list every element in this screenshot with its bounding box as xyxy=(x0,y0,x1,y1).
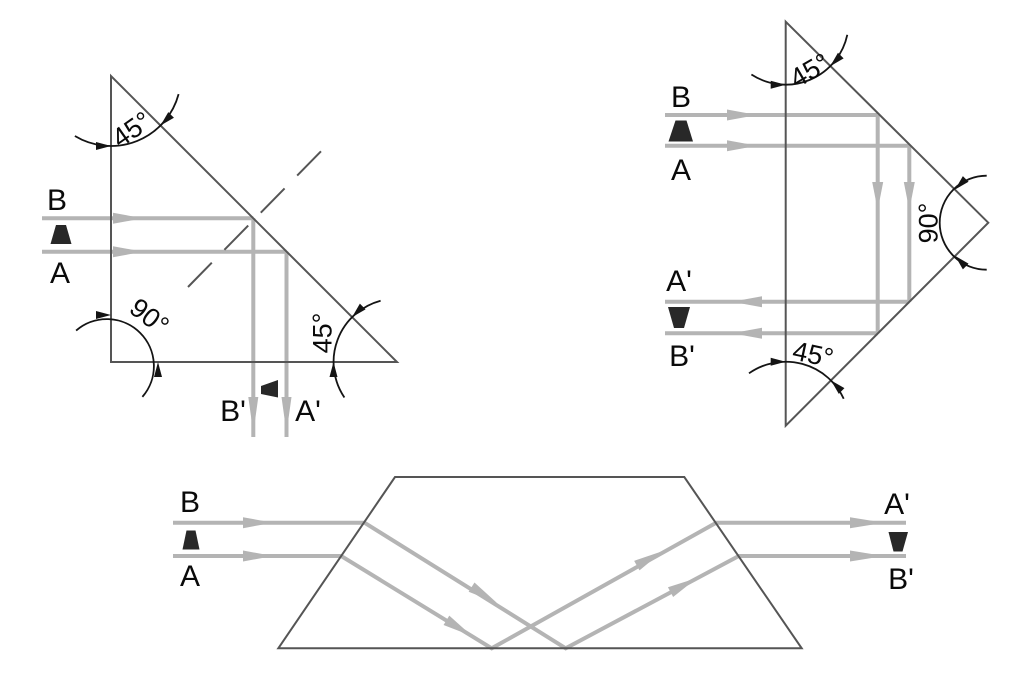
image-orientation-marker xyxy=(182,530,200,550)
left-prism-ray-label-a: A xyxy=(49,257,71,290)
image-orientation-marker xyxy=(668,120,693,142)
prism-outline xyxy=(110,73,400,363)
left-prism-ray-label-b-prime: B' xyxy=(220,395,246,428)
prism-outline xyxy=(276,476,804,650)
right-prism-ray-label-a-prime: A' xyxy=(666,265,692,298)
right-prism-angle-label-right: 90° xyxy=(913,202,944,244)
angle-arc-arrowhead xyxy=(955,255,969,270)
prism-outline xyxy=(784,19,990,429)
angle-arc-arrowhead xyxy=(770,357,786,366)
angle-arc-arrowhead xyxy=(352,303,366,318)
right-prism-ray-label-a: A xyxy=(670,154,692,187)
ray-arrowhead xyxy=(443,615,472,636)
angle-arc-arrowhead xyxy=(96,142,111,150)
left-prism-ray-label-b: B xyxy=(46,184,68,217)
ray-arrowhead xyxy=(248,397,259,433)
ray-arrowhead xyxy=(903,182,915,210)
ray-arrowhead xyxy=(281,397,292,433)
dove-prism-ray-label-a: A xyxy=(179,560,201,593)
image-orientation-marker xyxy=(668,307,690,328)
left-prism xyxy=(42,73,400,437)
right-prism-ray-label-b: B xyxy=(670,81,692,114)
image-orientation-marker xyxy=(50,225,72,244)
image-orientation-marker xyxy=(888,532,908,552)
angle-arc-bottom-left xyxy=(75,318,155,398)
angle-arc-arrowhead xyxy=(770,80,786,89)
angle-arc-arrowhead xyxy=(160,112,174,126)
angle-arc-arrowhead xyxy=(830,52,844,67)
ray-arrowhead xyxy=(732,327,762,339)
right-prism xyxy=(665,19,990,429)
dove-prism-ray-label-b: B xyxy=(179,486,201,519)
ray-arrowhead xyxy=(850,550,884,562)
ray-arrowhead xyxy=(727,109,757,121)
angle-arc-right xyxy=(938,174,987,271)
angle-arc-arrowhead xyxy=(955,176,969,190)
image-orientation-marker xyxy=(261,380,278,398)
angle-arc-arrowhead xyxy=(329,362,338,377)
ray-arrowhead xyxy=(872,182,884,210)
angle-arc-bottom-right xyxy=(332,299,381,399)
ray-arrowhead xyxy=(468,582,497,603)
angle-arc-arrowhead xyxy=(154,362,162,377)
ray-arrowhead xyxy=(113,246,143,258)
light-ray-a-path xyxy=(173,520,906,651)
ray-arrowhead xyxy=(850,517,884,529)
light-ray-b-path xyxy=(173,520,906,651)
dove-prism-ray-label-a-prime: A' xyxy=(884,488,910,521)
ray-arrowhead xyxy=(634,551,663,571)
ray-arrowhead xyxy=(732,296,762,308)
angle-arc-apex xyxy=(74,93,180,147)
right-prism-ray-label-b-prime: B' xyxy=(669,340,695,373)
dove-prism-ray-label-b-prime: B' xyxy=(888,563,914,596)
left-prism-ray-label-a-prime: A' xyxy=(295,395,321,428)
dove-prism xyxy=(173,476,908,651)
ray-arrowhead xyxy=(727,140,757,152)
ray-arrowhead xyxy=(243,517,273,529)
ray-arrowhead xyxy=(243,550,273,562)
angle-arc-arrowhead xyxy=(96,311,111,319)
angle-arc-top xyxy=(750,34,849,86)
ray-arrowhead xyxy=(667,578,697,597)
left-prism-angle-label-bottom-right: 45° xyxy=(307,312,338,354)
ray-arrowhead xyxy=(113,212,143,224)
reflection-normal-dashed-line xyxy=(187,138,334,288)
angle-arc-arrowhead xyxy=(831,380,845,394)
